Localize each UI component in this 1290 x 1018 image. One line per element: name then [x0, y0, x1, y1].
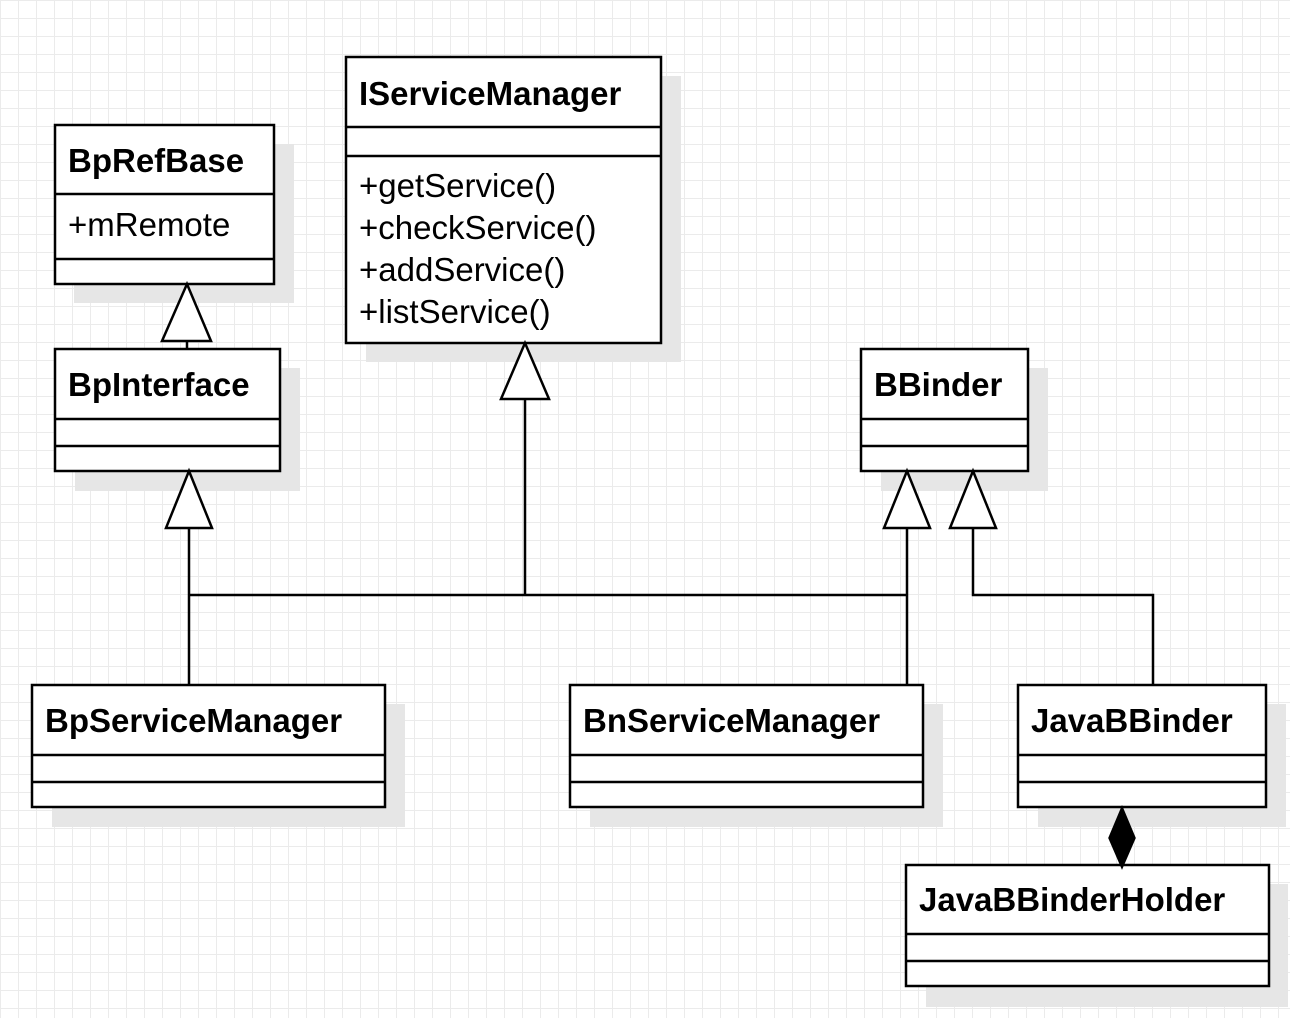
generalization-arrowhead	[499, 339, 551, 401]
generalization-arrowhead	[164, 467, 214, 530]
class-bpservicemanager[interactable]: BpServiceManager	[30, 683, 405, 827]
class-javabbinderholder[interactable]: JavaBBinderHolder	[904, 863, 1288, 1007]
method: +listService()	[359, 293, 551, 330]
class-name: BpRefBase	[68, 142, 244, 179]
class-iservicemanager[interactable]: IServiceManager +getService() +checkServ…	[344, 55, 681, 362]
generalization-arrowhead	[948, 467, 998, 530]
method: +getService()	[359, 167, 556, 204]
relations	[185, 341, 1155, 868]
class-javabbinder[interactable]: JavaBBinder	[1016, 683, 1286, 827]
composition-diamond	[1108, 805, 1136, 870]
edge-javabbinder-bbinder	[971, 528, 1155, 685]
class-name: BBinder	[874, 366, 1003, 403]
arrowheads	[160, 280, 1136, 870]
class-name: BpInterface	[68, 366, 250, 403]
class-name: BpServiceManager	[45, 702, 342, 739]
generalization-arrowhead	[882, 467, 932, 530]
class-name: IServiceManager	[359, 75, 621, 112]
attribute: +mRemote	[68, 206, 230, 243]
class-bprefbase[interactable]: BpRefBase +mRemote	[53, 123, 294, 303]
generalization-arrowhead	[160, 280, 213, 343]
method: +checkService()	[359, 209, 597, 246]
method: +addService()	[359, 251, 565, 288]
class-name: BnServiceManager	[583, 702, 880, 739]
class-name: JavaBBinder	[1031, 702, 1233, 739]
class-bpinterface[interactable]: BpInterface	[53, 347, 300, 491]
class-bbinder[interactable]: BBinder	[859, 347, 1048, 491]
class-bnservicemanager[interactable]: BnServiceManager	[568, 683, 943, 827]
class-name: JavaBBinderHolder	[919, 881, 1225, 918]
